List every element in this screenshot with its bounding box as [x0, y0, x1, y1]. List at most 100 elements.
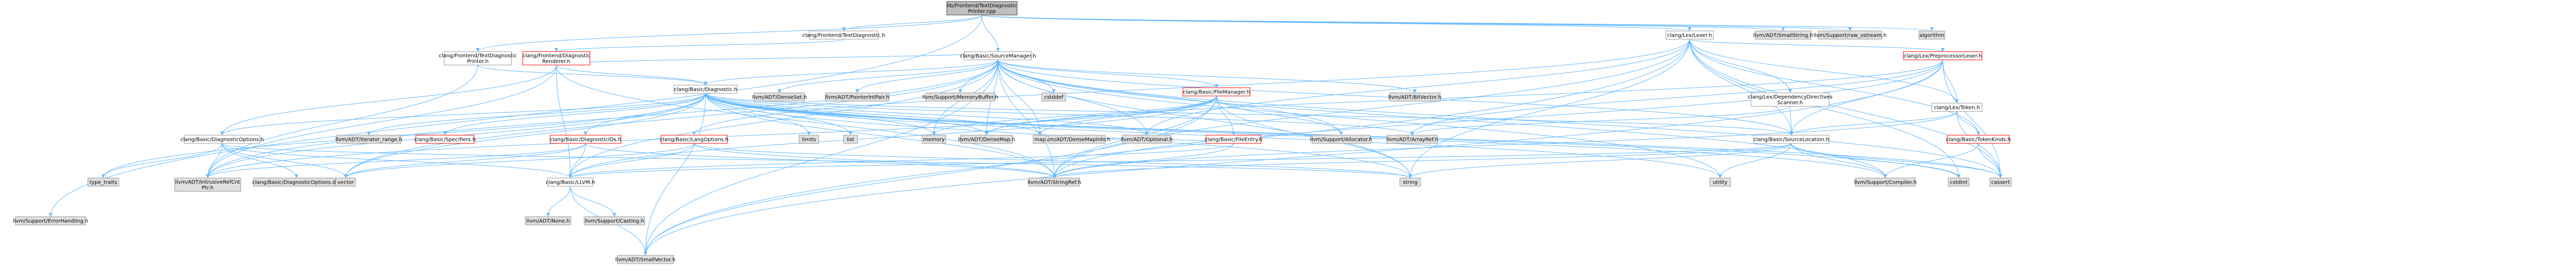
node-lex_lexer[interactable]: clang/Lex/Lexer.h [1665, 30, 1714, 40]
node-box [843, 135, 858, 144]
node-algorithm[interactable]: algorithm [1918, 30, 1945, 40]
node-box [617, 255, 674, 264]
node-memory[interactable]: memory [922, 135, 946, 144]
node-densemapinfo[interactable]: llvm/ADT/DenseMapInfo.h [1043, 135, 1111, 144]
edge-lex_lexer-to-lex_preprocessorlexer [1689, 39, 1945, 52]
edge-basic_filemanager-to-smallvector [644, 95, 1217, 256]
node-label: clang/Basic/FileManager.h [1183, 90, 1250, 95]
node-lex_token[interactable]: clang/Lex/Token.h [1931, 103, 1982, 112]
node-cassert[interactable]: cassert [1989, 177, 2012, 187]
node-smallstring[interactable]: llvm/ADT/SmallString.h [1753, 30, 1813, 40]
node-label: clang/Basic/SourceManager.h [960, 54, 1036, 59]
edge-basic_diagnostic-to-type_traits [101, 93, 706, 178]
node-label: cassert [1991, 180, 2010, 186]
node-type_traits[interactable]: type_traits [87, 177, 119, 187]
node-compiler[interactable]: llvm/Support/Compiler.h [1854, 177, 1917, 187]
node-raw_ostream[interactable]: llvm/Support/raw_ostream.h [1814, 30, 1887, 40]
node-label: Renderer.h [542, 59, 570, 64]
node-list[interactable]: list [843, 135, 858, 144]
node-limits[interactable]: limits [799, 135, 819, 144]
edge-root-to-algorithm [981, 14, 1933, 31]
node-label: llvm/Support/Compiler.h [1854, 180, 1916, 186]
node-casting[interactable]: llvm/Support/Casting.h [584, 216, 645, 225]
node-none[interactable]: llvm/ADT/None.h [525, 216, 571, 225]
edge-basic_srcmgr-to-basic_diagnostic [704, 59, 998, 86]
edge-basic_langoptions-to-vector [344, 143, 695, 178]
node-label: clang/Lex/DependencyDirectives [1747, 94, 1832, 100]
node-basic_langoptions[interactable]: clang/Basic/LangOptions.h [660, 135, 729, 144]
node-cstdint[interactable]: cstdint [1948, 177, 1970, 187]
node-utility[interactable]: utility [1709, 177, 1731, 187]
node-label: llvm/ADT/PointerIntPair.h [825, 95, 889, 101]
node-map[interactable]: map [1033, 135, 1048, 144]
node-box [525, 216, 571, 225]
node-string[interactable]: string [1399, 177, 1421, 187]
node-iterator_range[interactable]: llvm/ADT/iterator_range.h [335, 135, 402, 144]
node-fe_textdiag[interactable]: clang/Frontend/TextDiagnostic.h [802, 30, 885, 40]
edge-basic_filemanager-to-map [1038, 95, 1217, 136]
edge-lex_lexer-to-lex_depdir [1689, 39, 1792, 93]
node-label: clang/Basic/Diagnostic.h [674, 87, 738, 93]
edge-basic_fileentry-to-stringref [1052, 143, 1234, 178]
edge-lex_lexer-to-optional [1145, 39, 1690, 136]
edge-basic_diagids-to-intrusiverefcnt [206, 143, 586, 178]
node-box [1028, 177, 1080, 187]
edge-basic_llvm-to-casting [570, 186, 616, 217]
node-box [15, 216, 86, 225]
node-basic_diagnostic[interactable]: clang/Basic/Diagnostic.h [674, 85, 738, 94]
node-label: clang/Basic/LLVM.h [545, 180, 595, 186]
node-label: llvm/Support/Allocator.h [1310, 137, 1372, 143]
edge-fe_diagrenderer-to-intrusiverefcnt [206, 64, 557, 178]
node-stringref[interactable]: llvm/ADT/StringRef.h [1027, 177, 1081, 187]
node-denseset[interactable]: llvm/ADT/DenseSet.h [752, 92, 807, 102]
node-label: llvm/ADT/SmallString.h [1753, 33, 1813, 39]
node-optional[interactable]: llvm/ADT/Optional.h [1121, 135, 1173, 144]
node-smallvector[interactable]: llvm/ADT/SmallVector.h [615, 255, 676, 264]
node-box [1206, 135, 1261, 144]
edge-basic_srcmgr-to-utility [997, 59, 1722, 178]
node-basic_llvm[interactable]: clang/Basic/LLVM.h [545, 177, 595, 187]
node-basic_fileentry[interactable]: clang/Basic/FileEntry.h [1205, 135, 1262, 144]
node-label: clang/Frontend/Diagnostic [523, 53, 590, 59]
node-basic_tokenkinds[interactable]: clang/Basic/TokenKinds.h [1946, 135, 2011, 144]
node-vector[interactable]: vector [335, 177, 356, 187]
node-box [946, 1, 1018, 15]
node-basic_srclocation[interactable]: clang/Basic/SourceLocation.h [1753, 135, 1830, 144]
edge-root-to-fe_textdiag [842, 14, 982, 31]
edge-basic_diagnostic-to-arrayref [705, 93, 1414, 136]
node-cstddef[interactable]: cstddef [1041, 92, 1066, 102]
node-label: Scanner.h [1777, 100, 1803, 106]
node-basic_specifiers[interactable]: clang/Basic/Specifiers.h [414, 135, 476, 144]
node-box [1386, 135, 1438, 144]
node-basic_srcmgr[interactable]: clang/Basic/SourceManager.h [960, 51, 1036, 60]
node-basic_diagids[interactable]: clang/Basic/DiagnosticIDs.h [550, 135, 621, 144]
node-basic_filemanager[interactable]: clang/Basic/FileManager.h [1182, 87, 1251, 96]
edge-fe_diagrenderer-to-basic_diagnostic [556, 64, 708, 86]
node-memorybuffer[interactable]: llvm/Support/MemoryBuffer.h [922, 92, 998, 102]
node-bitvector[interactable]: llvm/ADT/BitVector.h [1388, 92, 1442, 102]
node-lex_preprocessorlexer[interactable]: clang/Lex/PreprocessorLexer.h [1903, 51, 1982, 60]
edge-lex_lexer-to-string [1408, 39, 1690, 178]
edge-basic_filemanager-to-memory [932, 95, 1217, 136]
edge-basic_srclocation-to-stringref [1052, 143, 1792, 178]
node-label: clang/Basic/Specifiers.h [414, 137, 476, 143]
node-label: Printer.h [467, 59, 489, 64]
edge-fe_textdiag-to-fe_diagrenderer [554, 39, 844, 52]
edge-basic_srclocation-to-utility [1718, 143, 1792, 178]
node-allocator[interactable]: llvm/Support/Allocator.h [1310, 135, 1372, 144]
node-densemap[interactable]: llvm/ADT/DenseMap.h [958, 135, 1016, 144]
node-errorhandling[interactable]: llvm/Support/ErrorHandling.h [13, 216, 88, 225]
node-diagoptions_def[interactable]: clang/Basic/DiagnosticOptions.def [253, 177, 341, 187]
node-pointerintpair[interactable]: llvm/ADT/PointerIntPair.h [825, 92, 889, 102]
node-box [1931, 103, 1982, 112]
node-arrayref[interactable]: llvm/ADT/ArrayRef.h [1386, 135, 1439, 144]
node-basic_diagoptions[interactable]: clang/Basic/DiagnosticOptions.h [180, 135, 264, 144]
node-box [1903, 51, 1982, 60]
node-box [1665, 30, 1714, 40]
